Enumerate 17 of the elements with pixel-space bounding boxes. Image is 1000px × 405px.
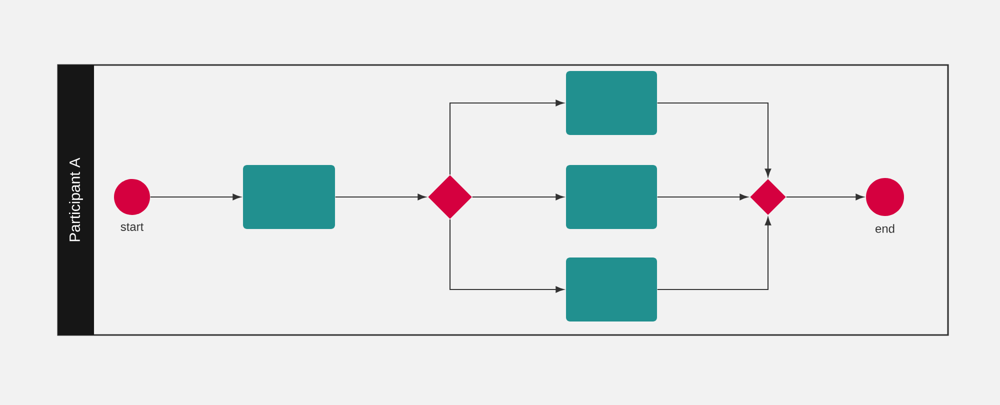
event-label: end <box>876 224 894 233</box>
event-label: start <box>120 223 144 231</box>
arrow <box>150 194 241 200</box>
gateway-diamond <box>750 179 786 215</box>
arrow <box>786 194 864 200</box>
arrow <box>449 100 564 175</box>
activity-box <box>566 258 657 322</box>
arrow <box>657 217 772 290</box>
arrow <box>449 219 564 293</box>
activity-box <box>566 71 657 135</box>
arrow <box>657 102 772 177</box>
arrow <box>335 194 426 200</box>
gateway-diamond <box>428 175 472 219</box>
activity-box <box>243 165 335 229</box>
activity-box <box>566 165 657 229</box>
arrow <box>472 194 564 200</box>
arrow <box>657 194 748 200</box>
